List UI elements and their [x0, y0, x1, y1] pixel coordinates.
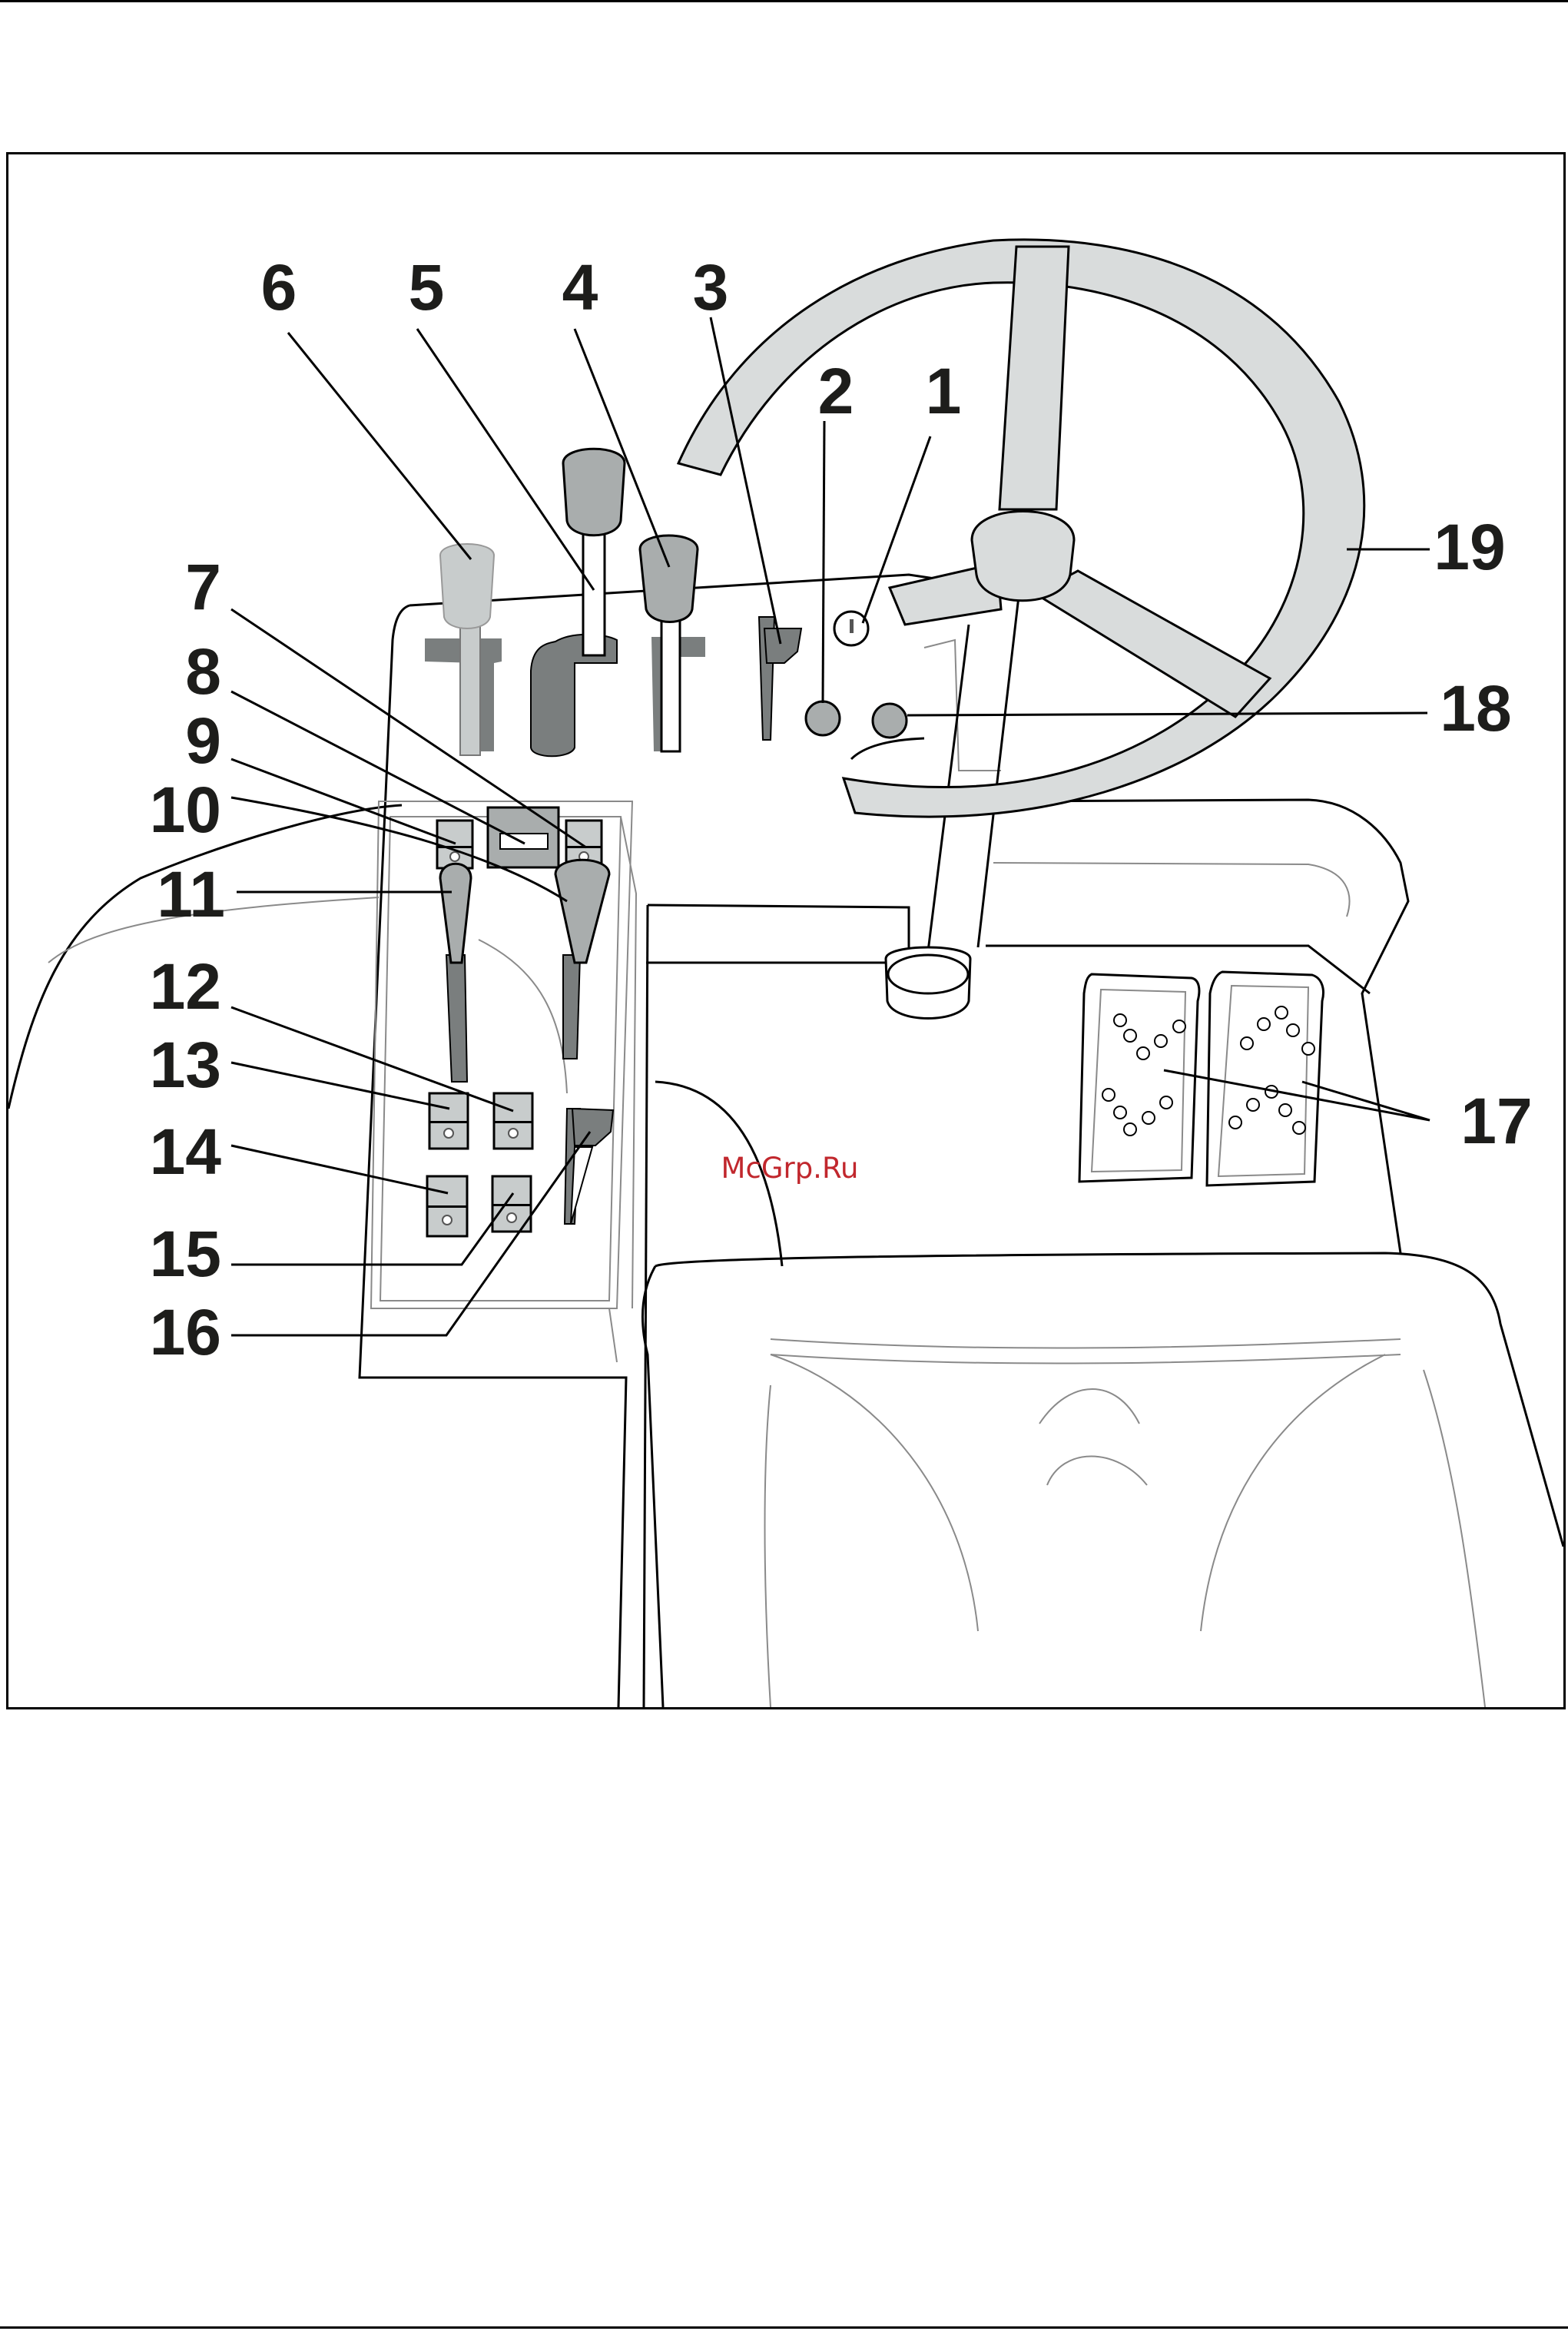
lever-6 — [425, 544, 502, 755]
key-slot — [850, 619, 854, 633]
lever-4 — [640, 536, 705, 751]
lever-4-shaft — [661, 609, 680, 751]
switch-13-divider — [429, 1121, 468, 1123]
label-10: 10 — [150, 774, 221, 846]
label-11: 11 — [157, 858, 225, 930]
lever-16-handle — [572, 1109, 613, 1146]
cab-controls-figure: 1 2 3 4 5 6 7 8 9 10 11 12 13 14 15 16 1… — [6, 152, 1566, 1709]
label-18: 18 — [1440, 672, 1511, 744]
lever-11-slot — [446, 955, 467, 1082]
leader-18 — [907, 713, 1427, 715]
label-15: 15 — [150, 1218, 221, 1290]
pedal-left — [1079, 974, 1199, 1182]
cab-controls-diagram: 1 2 3 4 5 6 7 8 9 10 11 12 13 14 15 16 1… — [8, 154, 1563, 1707]
lever-10-knob — [555, 860, 609, 963]
switch-14-lamp — [443, 1215, 452, 1225]
label-13: 13 — [150, 1029, 221, 1101]
lever-5-shaft — [583, 532, 605, 655]
steering-wheel — [678, 240, 1364, 817]
switch-12-lamp — [509, 1129, 518, 1138]
lever-3-handle — [764, 628, 801, 663]
switch-bank-lower — [427, 1093, 532, 1236]
label-5: 5 — [409, 251, 445, 323]
lever-16-shaft — [571, 1147, 592, 1224]
leader-16 — [231, 1132, 590, 1335]
lever-6-knob — [440, 544, 494, 628]
hour-meter-display — [500, 834, 548, 849]
label-2: 2 — [818, 355, 854, 427]
label-1: 1 — [926, 355, 962, 427]
seat-outline — [642, 1253, 1563, 1707]
label-4: 4 — [562, 251, 598, 323]
label-19: 19 — [1434, 511, 1505, 583]
lever-16 — [565, 1109, 613, 1224]
switch-15-lamp — [507, 1213, 516, 1222]
lever-11-knob — [440, 864, 471, 963]
column-base — [886, 947, 970, 1019]
lever-3 — [759, 617, 801, 740]
switch-14-divider — [427, 1205, 467, 1208]
switch-12-divider — [494, 1121, 532, 1123]
lever-10-slot — [563, 955, 580, 1059]
label-9: 9 — [185, 705, 221, 777]
button-2 — [806, 701, 840, 735]
switch-9-lamp — [450, 852, 459, 861]
leader-2 — [823, 421, 824, 703]
lever-5 — [531, 449, 625, 756]
wheel-spoke-top — [999, 247, 1069, 509]
label-14: 14 — [150, 1116, 222, 1188]
button-18 — [873, 704, 907, 738]
watermark: McGrp.Ru — [721, 1152, 859, 1185]
lever-6-shaft — [460, 625, 480, 755]
label-12: 12 — [150, 950, 221, 1023]
lever-5-knob — [563, 449, 625, 536]
switch-15-divider — [492, 1204, 531, 1206]
label-7: 7 — [185, 551, 221, 623]
lever-10 — [555, 860, 609, 1059]
lever-4-knob — [640, 536, 698, 622]
label-17: 17 — [1460, 1085, 1532, 1157]
top-rule — [0, 0, 1568, 2]
label-8: 8 — [185, 635, 221, 708]
lever-11 — [440, 864, 471, 1082]
leader-14 — [231, 1146, 448, 1193]
wheel-hub — [972, 512, 1074, 601]
label-6: 6 — [261, 251, 297, 323]
label-16: 16 — [150, 1296, 221, 1368]
pedals — [1079, 972, 1323, 1185]
label-3: 3 — [693, 251, 729, 323]
bottom-rule — [0, 2326, 1568, 2329]
wheel-spoke-right — [1036, 571, 1270, 717]
switch-13-lamp — [444, 1129, 453, 1138]
leader-13 — [231, 1063, 449, 1109]
